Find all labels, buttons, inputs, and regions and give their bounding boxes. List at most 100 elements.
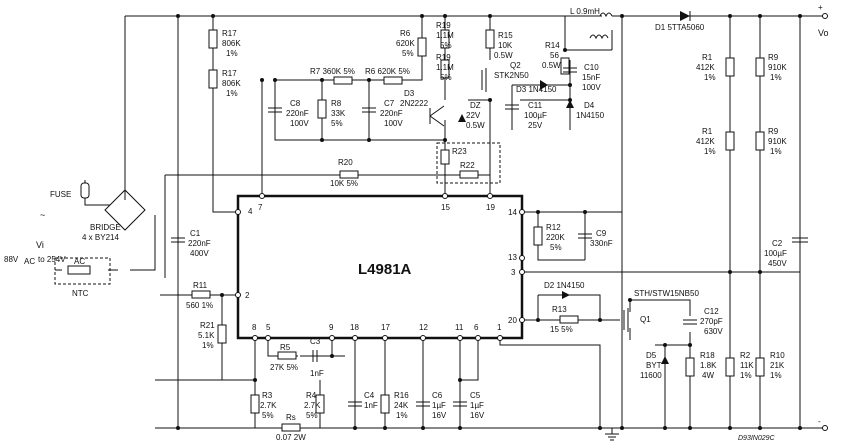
label-components-r1b-name: R1 [702,127,713,136]
c8-plates [268,107,282,113]
q-2n2222-symbol [429,105,445,127]
r3-body [250,394,260,414]
label-components-l-name: L 0.9mH [570,7,600,16]
label-components-c9-name: C9 [596,229,607,238]
label-components-c8-name: C8 [290,99,301,108]
label-components-c12-v1: 270pF [700,317,723,326]
label-components-c8-v2: 100V [290,119,309,128]
label-components-r19b-name: R19 [436,53,451,62]
label-components-r5-v1: 27K 5% [270,363,298,372]
range-a-sub: AC [24,257,35,266]
label-components-r9b-v1: 910K [768,137,787,146]
label-components-r19a-name: R19 [436,21,451,30]
label-components-r3-name: R3 [262,391,273,400]
label-components-r2-name: R2 [740,351,751,360]
q2-symbol [481,68,487,92]
pin-20: 20 [508,316,517,325]
label-components-r8-v2: 5% [331,119,343,128]
label-components-r15-v1: 10K [498,41,513,50]
label-components-r21-v2: 1% [202,341,214,350]
bridge-label: BRIDGE [90,223,121,232]
inductor-symbol [599,12,613,18]
label-components-r8-v1: 33K [331,109,346,118]
ntc-label: NTC [72,289,89,298]
label-components-r14-v2: 0.5W [542,61,561,70]
label-components-r1a-v2: 1% [704,73,716,82]
label-components-dz-v1: 22V [466,111,481,120]
label-components-dz-name: DZ [470,101,481,110]
pin-18: 18 [350,323,359,332]
pin-19: 19 [486,203,495,212]
label-components-r18-v2: 4W [702,371,714,380]
label-components-r19b-v2: 5% [440,73,452,82]
label-components-d3-name: D3 [404,89,415,98]
label-components-r21-v1: 5.1K [198,331,215,340]
d1-symbol [680,11,690,21]
label-components-c2-v2: 450V [768,259,787,268]
r14-body [560,57,570,75]
label-components-c10-v2: 100V [582,83,601,92]
label-components-c7-v1: 220nF [380,109,403,118]
label-components-r19b-v1: 1.1M [436,63,454,72]
out-minus-terminal [822,425,828,431]
label-components-r12-v1: 220K [546,233,565,242]
capacitors [171,67,808,407]
label-components-q2-v1: STK2N50 [494,71,529,80]
dz-symbol [458,114,466,122]
label-components-q2-name: Q2 [510,61,521,70]
r23-body [440,149,450,165]
label-components-c2-name: C2 [772,239,783,248]
label-components-r6a-name: R6 [400,29,411,38]
r9a-body [755,57,765,77]
label-components-c11-name: C11 [528,101,543,110]
label-components-r10-v1: 21K [770,361,785,370]
d5-symbol [661,356,669,364]
r1a-body [725,57,735,77]
c2-plates [792,237,808,243]
label-components-c6-v2: 16V [432,411,447,420]
label-components-r12-v2: 5% [550,243,562,252]
label-components-r18-v1: 1.8K [700,361,717,370]
label-components-r19a-v1: 1.1M [436,31,454,40]
pin-5: 5 [266,323,271,332]
label-components-c11-v2: 25V [528,121,543,130]
r18-body [685,357,695,377]
pin-3: 3 [511,268,516,277]
label-components-r21-name: R21 [200,321,215,330]
ic-body [236,194,524,340]
label-components-d4-v1: 1N4150 [576,111,605,120]
label-components-c7-v2: 100V [384,119,403,128]
q1-symbol [623,308,629,332]
label-components-r1b-v1: 412K [696,137,715,146]
c11-plates [505,104,519,110]
c3-plates [312,350,318,362]
label-components-d1-name: D1 5TTA5060 [655,23,705,32]
pin-7: 7 [258,203,263,212]
pin-8: 8 [252,323,257,332]
label-components-c5-name: C5 [470,391,481,400]
label-components-d2-name: D2 1N4150 [544,281,585,290]
out-vo-label: Vo [818,28,829,38]
label-components-q1-name: Q1 [640,315,651,324]
pin-2: 2 [245,291,250,300]
range-b-label: to 254V [38,255,66,264]
fuse-label: FUSE [50,190,71,199]
label-components-c7-name: C7 [384,99,395,108]
pin-17: 17 [381,323,390,332]
label-components-c12-name: C12 [704,307,719,316]
label-components-r17a-name: R17 [222,29,237,38]
label-components-d5-name: D5 [646,351,657,360]
junction-dots [176,14,802,430]
r2-body [725,357,735,377]
label-components-r19a-v2: 5% [440,41,452,50]
r20-body [339,170,359,179]
pin-terminals [235,193,525,341]
label-components-r15-name: R15 [498,31,513,40]
d2-symbol [562,291,570,299]
r7-body [333,76,353,85]
label-components-r11-v1: 560 1% [186,301,213,310]
label-components-r16-name: R16 [394,391,409,400]
r5-body [277,351,297,360]
label-components-r6a-v2: 5% [402,49,414,58]
